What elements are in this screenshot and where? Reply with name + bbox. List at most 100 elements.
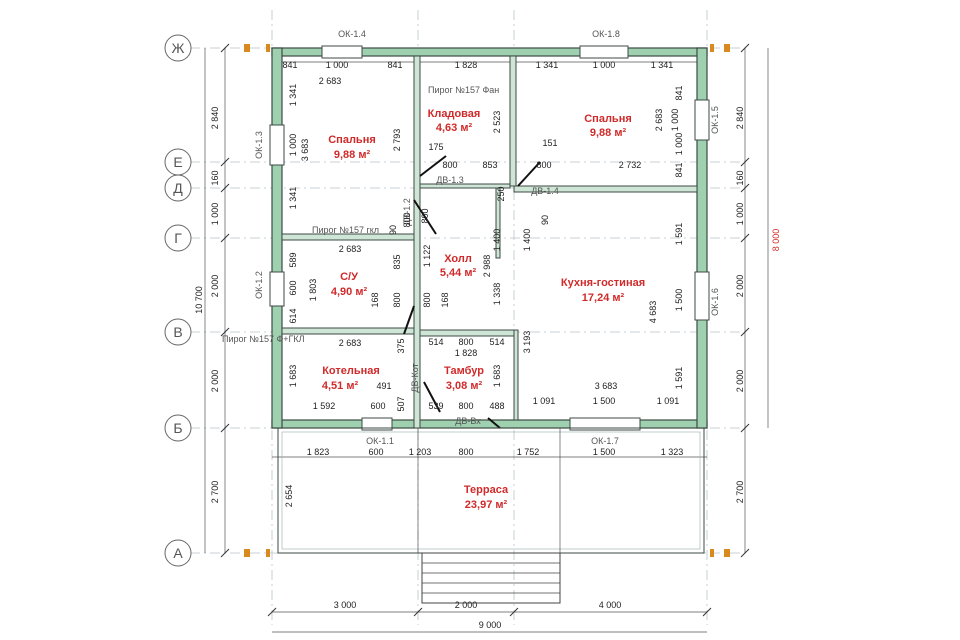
window	[269, 271, 285, 307]
dimension: 1 000	[674, 133, 684, 156]
dimension: 1 828	[455, 60, 478, 70]
dimension: 614	[288, 308, 298, 323]
axis-label: А	[173, 545, 183, 561]
window	[569, 417, 641, 431]
axis-label: В	[173, 324, 182, 340]
room-area: 4,51 м²	[322, 380, 359, 392]
dimension: 3 683	[300, 139, 310, 162]
door-label: ДВ-1.3	[436, 175, 464, 185]
door-label: ДВ-1.4	[531, 186, 559, 196]
windows	[269, 45, 710, 431]
dimension: 2 683	[319, 76, 342, 86]
dimension: 800	[420, 208, 430, 223]
dimension: 835	[392, 254, 402, 269]
dimension: 250	[496, 186, 506, 201]
right-dimensions: 2 840 160 1 000 2 000 2 000 2 700 8 000	[735, 43, 781, 558]
window-label: ОК-1.3	[254, 131, 264, 159]
dimension: 1 591	[674, 367, 684, 390]
left-dimensions: 10 700 2 840 160 1 000 2 000 2 000 2 700	[194, 43, 230, 558]
dimension: 1 400	[522, 229, 532, 252]
room-area: 3,08 м²	[446, 380, 483, 392]
axis-label: Е	[173, 154, 182, 170]
axis-markers	[244, 44, 730, 557]
room-name: Спальня	[584, 113, 632, 125]
dimension: 1 828	[455, 348, 478, 358]
dimension: 853	[482, 160, 497, 170]
dimension: 800	[392, 292, 402, 307]
room-area: 9,88 м²	[590, 127, 627, 139]
dimension: 600	[288, 280, 298, 295]
bottom-dimensions: 3 000 2 000 4 000 9 000	[267, 600, 712, 633]
window-label: ОК-1.2	[254, 271, 264, 299]
dimension: 1 341	[288, 84, 298, 107]
dimension: 1 500	[674, 289, 684, 312]
dimension: 1 341	[288, 187, 298, 210]
room-name: Холл	[444, 253, 472, 265]
total-width-dimension: 9 000	[479, 620, 502, 630]
dimension: 2 000	[735, 275, 745, 298]
axis-label: Ж	[172, 40, 185, 56]
dimension: 600	[368, 447, 383, 457]
dimension: 3 000	[334, 600, 357, 610]
dimension: 2 988	[482, 255, 492, 278]
dimension: 1 000	[593, 60, 616, 70]
window-label: ОК-1.1	[366, 436, 394, 446]
window	[269, 124, 285, 166]
dimension: 168	[370, 292, 380, 307]
window-labels: ОК-1.4 ОК-1.8 ОК-1.3 ОК-1.5 ОК-1.2 ОК-1.…	[254, 29, 720, 446]
top-dimensions: 841 1 000 841 1 828 1 341 1 000 1 341	[272, 60, 707, 70]
room-area: 17,24 м²	[582, 292, 625, 304]
wall-type-label: Пирог №157 гкл	[312, 225, 379, 235]
terrace-dimensions: 1 823 600 1 203 800 1 752 1 500 1 323	[272, 447, 707, 458]
interior-dimensions: 2 683 2 793 3 683 2 523 2 683 1 000 175 …	[284, 76, 680, 507]
window	[321, 45, 363, 59]
room-name: Котельная	[322, 365, 380, 377]
dimension: 375	[396, 338, 406, 353]
dimension: 800	[458, 447, 473, 457]
room-area: 5,44 м²	[440, 267, 477, 279]
doors	[403, 155, 541, 429]
dimension: 2 683	[654, 109, 664, 132]
dimension: 90	[388, 225, 398, 235]
dimension: 507	[396, 396, 406, 411]
window-label: ОК-1.6	[710, 288, 720, 316]
wall-type-label: Пирог №157 Фан	[428, 85, 499, 95]
room-labels: Спальня 9,88 м² Кладовая 4,63 м² Спальня…	[322, 108, 645, 511]
dimension: 841	[674, 162, 684, 177]
dimension: 1 323	[661, 447, 684, 457]
dimension: 1 803	[308, 279, 318, 302]
dimension: 491	[376, 381, 391, 391]
room-area: 4,90 м²	[331, 286, 368, 298]
dimension: 2 840	[735, 107, 745, 130]
window-label: ОК-1.8	[592, 29, 620, 39]
dimension: 1 000	[670, 109, 680, 132]
dimension: 2 000	[735, 370, 745, 393]
dimension: 2 700	[210, 481, 220, 504]
dimension: 90	[540, 215, 550, 225]
dimension: 1 000	[735, 203, 745, 226]
room-name: Кладовая	[428, 108, 481, 120]
dimension: 2 793	[392, 129, 402, 152]
dimension: 3 683	[595, 381, 618, 391]
dimension: 1 592	[313, 401, 336, 411]
dimension: 1 500	[593, 396, 616, 406]
room-area: 9,88 м²	[334, 149, 371, 161]
dimension: 841	[282, 60, 297, 70]
dimension: 175	[428, 142, 443, 152]
dimension: 800	[422, 292, 432, 307]
axis-label: Б	[173, 420, 182, 436]
dimension: 2 683	[339, 338, 362, 348]
dimension: 2 000	[455, 600, 478, 610]
dimension: 1 400	[492, 229, 502, 252]
door-label: ДВ-1.2	[402, 198, 412, 226]
dimension: 3 193	[522, 331, 532, 354]
dimension: 151	[542, 138, 557, 148]
dimension: 1 752	[517, 447, 540, 457]
window-label: ОК-1.7	[591, 436, 619, 446]
wall-type-label: Пирог №157 Ф+ГКЛ	[222, 334, 305, 344]
axis-label: Д	[173, 180, 183, 196]
dimension: 1 203	[409, 447, 432, 457]
dimension: 2 000	[210, 275, 220, 298]
dimension: 514	[489, 337, 504, 347]
steps	[421, 552, 561, 604]
